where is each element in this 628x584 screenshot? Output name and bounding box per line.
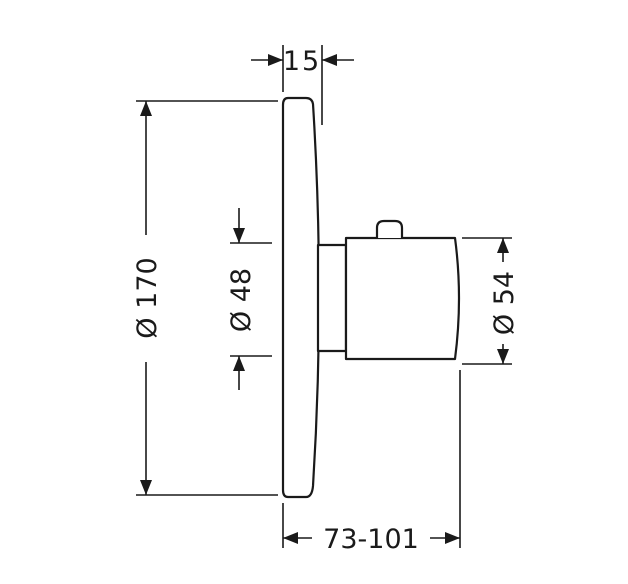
dim-cover-diameter: Ø 170 <box>132 100 278 496</box>
arrowhead <box>497 349 509 364</box>
dim-inner-diameter: Ø 48 <box>226 208 272 390</box>
arrowhead <box>283 532 298 544</box>
arrowhead <box>322 54 337 66</box>
spindle-neck <box>316 243 348 353</box>
cover-plate <box>281 96 321 499</box>
arrowhead <box>233 356 245 371</box>
dimension-label: Ø 48 <box>226 268 257 332</box>
product-outline <box>281 96 461 499</box>
dimension-label: Ø 170 <box>132 257 163 338</box>
arrowhead <box>497 238 509 253</box>
dimension-label: 15 <box>283 46 321 77</box>
dim-knob-diameter: Ø 54 <box>462 237 520 365</box>
dimension-label: 73-101 <box>323 524 419 555</box>
knob-marker <box>375 219 404 238</box>
dim-cover-thickness: 15 <box>251 45 354 125</box>
arrowhead <box>268 54 283 66</box>
arrowhead <box>233 228 245 243</box>
arrowhead <box>140 480 152 495</box>
arrowhead <box>445 532 460 544</box>
arrowhead <box>140 101 152 116</box>
dimension-label: Ø 54 <box>489 271 520 335</box>
dim-projection-depth: 73-101 <box>282 370 461 555</box>
knob-body <box>344 236 461 361</box>
